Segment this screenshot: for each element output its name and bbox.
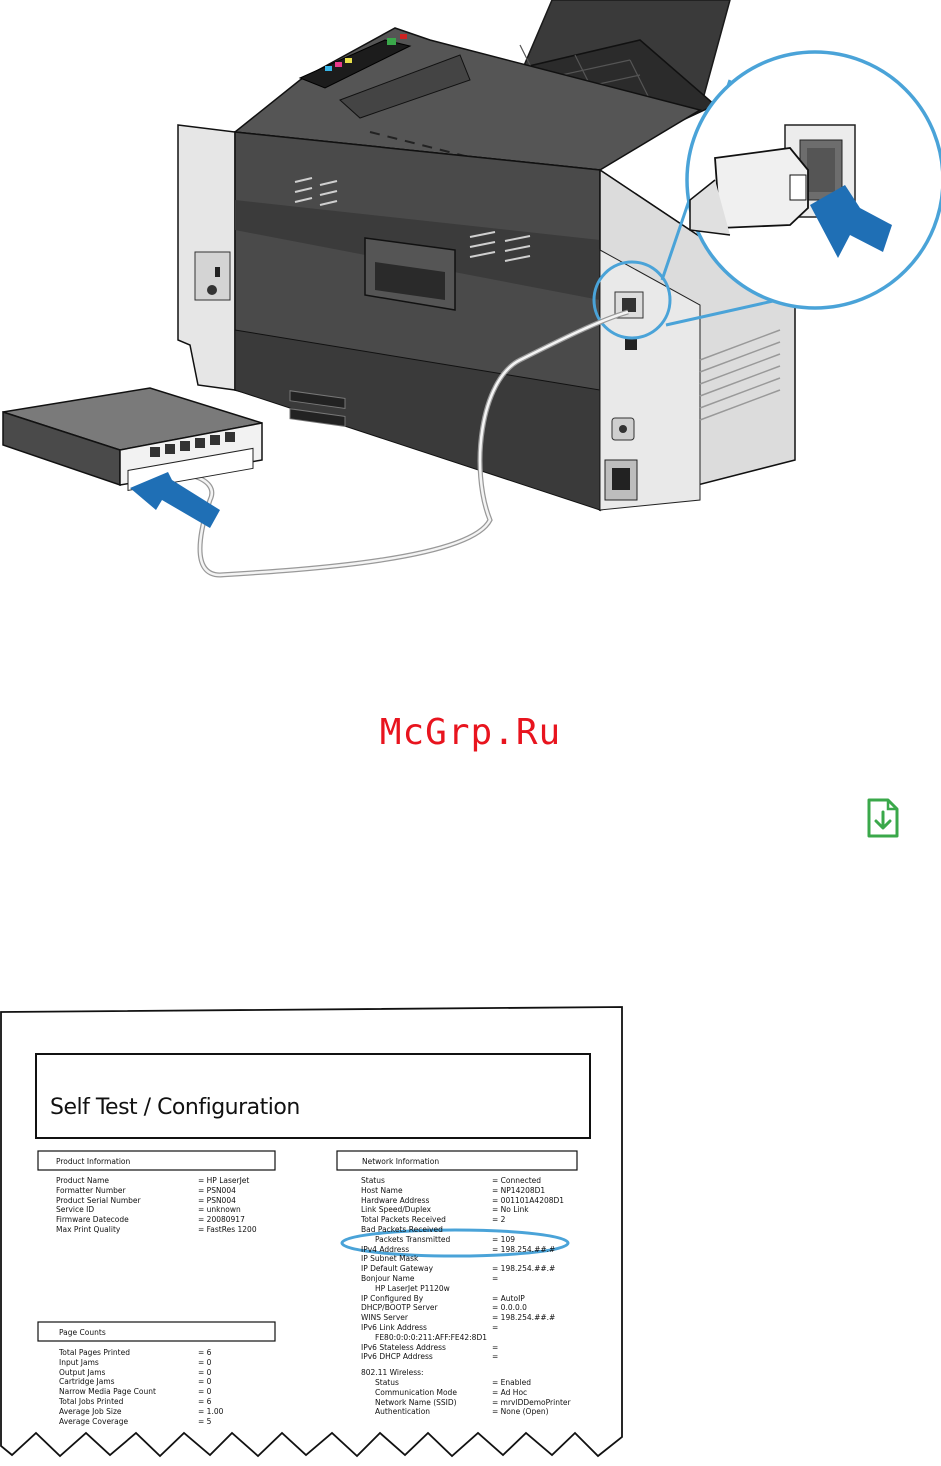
page-counts-table: Total Pages Printed= 6 Input Jams= 0 Out… xyxy=(59,1348,279,1426)
table-row: Total Jobs Printed= 6 xyxy=(59,1396,212,1406)
table-row: Output Jams= 0 xyxy=(59,1367,212,1377)
table-row: IPv6 Link Address= xyxy=(361,1322,499,1332)
table-row: WINS Server= 198.254.##.# xyxy=(361,1313,556,1323)
download-file-icon[interactable] xyxy=(866,798,900,838)
page-counts-heading: Page Counts xyxy=(59,1328,106,1337)
watermark-text: McGrp.Ru xyxy=(379,712,562,753)
product-info-table: Product Name= HP LaserJet Formatter Numb… xyxy=(56,1176,276,1235)
network-router xyxy=(2,387,263,528)
table-row: Link Speed/Duplex= No Link xyxy=(361,1205,529,1215)
table-row: IP Subnet Mask xyxy=(361,1254,419,1264)
table-row: Cartridge Jams= 0 xyxy=(59,1377,212,1387)
table-row: Firmware Datecode= 20080917 xyxy=(56,1215,245,1225)
wireless-heading: 802.11 Wireless: xyxy=(361,1368,424,1378)
printer-control-panel xyxy=(298,34,412,89)
printer-network-illustration xyxy=(2,0,941,578)
table-row: Product Serial Number= PSN004 xyxy=(56,1195,236,1205)
table-row: IPv4 Address= 198.254.##.# xyxy=(361,1244,556,1254)
table-row: Formatter Number= PSN004 xyxy=(56,1185,236,1195)
table-row: HP LaserJet P1120w xyxy=(375,1283,450,1293)
table-row: Product Name= HP LaserJet xyxy=(56,1176,250,1185)
insert-arrow-icon xyxy=(810,185,892,258)
printer-body xyxy=(177,124,796,512)
table-row: Bonjour Name= xyxy=(361,1273,499,1283)
table-row: Status= Connected xyxy=(361,1176,542,1185)
table-row: Bad Packets Received xyxy=(361,1224,443,1234)
product-info-heading: Product Information xyxy=(56,1157,131,1166)
table-row: Input Jams= 0 xyxy=(59,1357,212,1367)
network-info-heading: Network Information xyxy=(362,1157,440,1166)
table-row: Authentication= None (Open) xyxy=(375,1407,549,1417)
table-row: Service ID= unknown xyxy=(56,1205,241,1215)
table-row: Communication Mode= Ad Hoc xyxy=(375,1387,528,1397)
port-highlight-ring xyxy=(592,260,672,340)
table-row: Host Name= NP14208D1 xyxy=(361,1185,546,1195)
table-row: Max Print Quality= FastRes 1200 xyxy=(56,1224,257,1234)
table-row: Total Pages Printed= 6 xyxy=(59,1348,212,1357)
table-row: IP Configured By= AutoIP xyxy=(361,1293,525,1303)
table-row: Status= Enabled xyxy=(375,1377,531,1387)
magnified-callout xyxy=(685,50,941,310)
table-row: Network Name (SSID)= mrvlDDemoPrinter xyxy=(375,1397,571,1407)
table-row: DHCP/BOOTP Server= 0.0.0.0 xyxy=(361,1303,527,1313)
table-row: IPv6 Stateless Address= xyxy=(361,1342,499,1352)
table-row: Average Coverage= 5 xyxy=(59,1416,212,1426)
table-row: IPv6 DHCP Address= xyxy=(361,1352,499,1362)
table-row: IP Default Gateway= 198.254.##.# xyxy=(361,1264,556,1274)
table-row: Hardware Address= 001101A4208D1 xyxy=(361,1195,565,1205)
table-row: Average Job Size= 1.00 xyxy=(59,1406,224,1416)
network-info-table: Status= Connected Host Name= NP14208D1 H… xyxy=(361,1176,601,1417)
table-row: Packets Transmitted= 109 xyxy=(375,1234,515,1244)
router-arrow-icon xyxy=(130,472,220,528)
table-row: FE80:0:0:0:211:AFF:FE42:8D1 xyxy=(375,1332,488,1342)
ipv4-highlight-ellipse xyxy=(340,1228,570,1258)
table-row: Total Packets Received= 2 xyxy=(361,1215,506,1225)
table-row: Narrow Media Page Count= 0 xyxy=(59,1387,212,1397)
configuration-page xyxy=(0,1006,623,1458)
report-title: Self Test / Configuration xyxy=(50,1095,300,1120)
